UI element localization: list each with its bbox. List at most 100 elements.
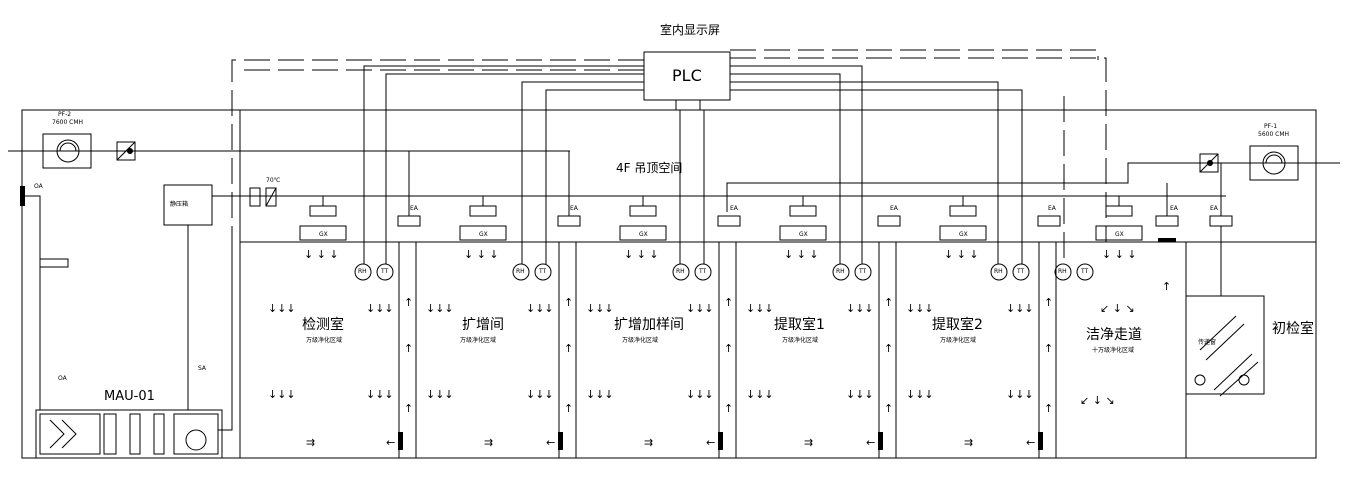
tt-label: TT [1017, 268, 1025, 275]
plc-signal-wires [363, 65, 1023, 264]
svg-text:↓↓↓: ↓↓↓ [746, 302, 774, 315]
sa-label: SA [198, 365, 207, 372]
pressure-box-label: 静压箱 [170, 201, 189, 208]
svg-text:↑: ↑ [564, 402, 573, 415]
svg-text:↓ ↓ ↓: ↓ ↓ ↓ [1102, 248, 1137, 261]
plc-box [643, 51, 731, 101]
ea-label: EA [1170, 205, 1178, 212]
plc-dashed-wires [231, 49, 1107, 264]
oa-duct [24, 195, 41, 410]
svg-text:↓↓↓: ↓↓↓ [846, 302, 874, 315]
svg-text:↓↓↓: ↓↓↓ [586, 388, 614, 401]
building-outline [21, 109, 1317, 459]
ea-label: EA [890, 205, 898, 212]
svg-text:↑: ↑ [724, 296, 733, 309]
oa-label-top: OA [34, 183, 43, 190]
pf1-fan [1249, 145, 1299, 181]
svg-text:↓↓↓: ↓↓↓ [366, 388, 394, 401]
hepa-label: GX [1115, 231, 1124, 238]
hepa-risers [322, 196, 1120, 206]
svg-text:↓ ↓ ↓: ↓ ↓ ↓ [624, 248, 659, 261]
svg-text:↓ ↓ ↓: ↓ ↓ ↓ [784, 248, 819, 261]
room-name-initial-inspection: 初检室 [1272, 321, 1314, 337]
svg-text:↙ ↓ ↘: ↙ ↓ ↘ [1080, 394, 1115, 407]
svg-text:↓↓↓: ↓↓↓ [686, 388, 714, 401]
svg-text:←: ← [706, 436, 715, 449]
tt-label: TT [539, 268, 547, 275]
room-name-amplification: 扩增间 [462, 317, 504, 333]
svg-text:←: ← [866, 436, 875, 449]
pf1-flow: 5600 CMH [1258, 131, 1290, 138]
room-name-sample-loading: 扩增加样间 [614, 317, 684, 333]
svg-text:↓↓↓: ↓↓↓ [366, 302, 394, 315]
pass-box-label: 传递窗 [1198, 339, 1217, 346]
svg-text:↓↓↓: ↓↓↓ [906, 302, 934, 315]
svg-text:↑: ↑ [1044, 402, 1053, 415]
room-zone-sample-loading: 万级净化区域 [622, 337, 659, 344]
svg-text:↓↓↓: ↓↓↓ [268, 302, 296, 315]
pass-box [1185, 295, 1265, 397]
svg-text:↑: ↑ [564, 342, 573, 355]
svg-text:↓↓↓: ↓↓↓ [1006, 388, 1034, 401]
svg-text:↑: ↑ [884, 296, 893, 309]
svg-text:↑: ↑ [884, 402, 893, 415]
hepa-label: GX [479, 231, 488, 238]
rh-label: RH [358, 268, 367, 275]
pf1-name: PF-1 [1264, 123, 1278, 130]
svg-text:↑: ↑ [724, 342, 733, 355]
hepa-label: GX [639, 231, 648, 238]
svg-text:↓↓↓: ↓↓↓ [906, 388, 934, 401]
svg-text:⇉: ⇉ [306, 436, 315, 449]
ea-label: EA [570, 205, 578, 212]
fire-damper-2 [265, 187, 277, 207]
fire-damper-label: 70℃ [266, 177, 281, 184]
hepa-boxes [299, 205, 1143, 241]
tt-label: TT [859, 268, 867, 275]
svg-text:⇉: ⇉ [964, 436, 973, 449]
pf2-name: PF-2 [58, 111, 72, 118]
ea-label: EA [730, 205, 738, 212]
rh-label: RH [994, 268, 1003, 275]
room-zone-extraction-2: 万级净化区域 [940, 337, 977, 344]
rh-label: RH [516, 268, 525, 275]
svg-text:↓↓↓: ↓↓↓ [426, 302, 454, 315]
tt-label: TT [699, 268, 707, 275]
svg-text:↓↓↓: ↓↓↓ [268, 388, 296, 401]
room-zone-amplification: 万级净化区域 [460, 337, 497, 344]
oa-damper [39, 258, 69, 268]
rh-label: RH [836, 268, 845, 275]
svg-text:↑: ↑ [884, 342, 893, 355]
svg-text:↓ ↓ ↓: ↓ ↓ ↓ [464, 248, 499, 261]
svg-text:↓ ↓ ↓: ↓ ↓ ↓ [304, 248, 339, 261]
svg-text:↑: ↑ [724, 402, 733, 415]
svg-text:↑: ↑ [404, 402, 413, 415]
hepa-label: GX [799, 231, 808, 238]
hepa-label: GX [959, 231, 968, 238]
svg-text:↙ ↓ ↘: ↙ ↓ ↘ [1100, 302, 1135, 315]
plc-label: PLC [672, 66, 702, 85]
svg-text:⇉: ⇉ [804, 436, 813, 449]
room-name-extraction-2: 提取室2 [932, 317, 983, 333]
room-zone-extraction-1: 万级净化区域 [782, 337, 819, 344]
oa-label-bottom: OA [58, 375, 67, 382]
svg-text:↓↓↓: ↓↓↓ [586, 302, 614, 315]
svg-text:↓↓↓: ↓↓↓ [526, 302, 554, 315]
room-name-testing: 检测室 [302, 317, 344, 333]
ea-label: EA [410, 205, 418, 212]
mau-unit [35, 242, 233, 459]
svg-text:↑: ↑ [1162, 280, 1171, 293]
rh-label: RH [676, 268, 685, 275]
svg-text:↑: ↑ [404, 296, 413, 309]
pf2-fan [42, 133, 92, 169]
svg-text:↑: ↑ [404, 342, 413, 355]
tt-label: TT [1081, 268, 1089, 275]
ea-grilles [397, 151, 1233, 296]
ea-label: EA [1210, 205, 1218, 212]
exhaust-duct-right [726, 162, 1340, 212]
room-name-extraction-1: 提取室1 [774, 317, 825, 333]
room-name-clean-corridor: 洁净走道 [1086, 327, 1142, 343]
hepa-label: GX [319, 231, 328, 238]
svg-text:←: ← [1026, 436, 1035, 449]
svg-text:↓↓↓: ↓↓↓ [426, 388, 454, 401]
mau-label: MAU-01 [104, 389, 155, 404]
